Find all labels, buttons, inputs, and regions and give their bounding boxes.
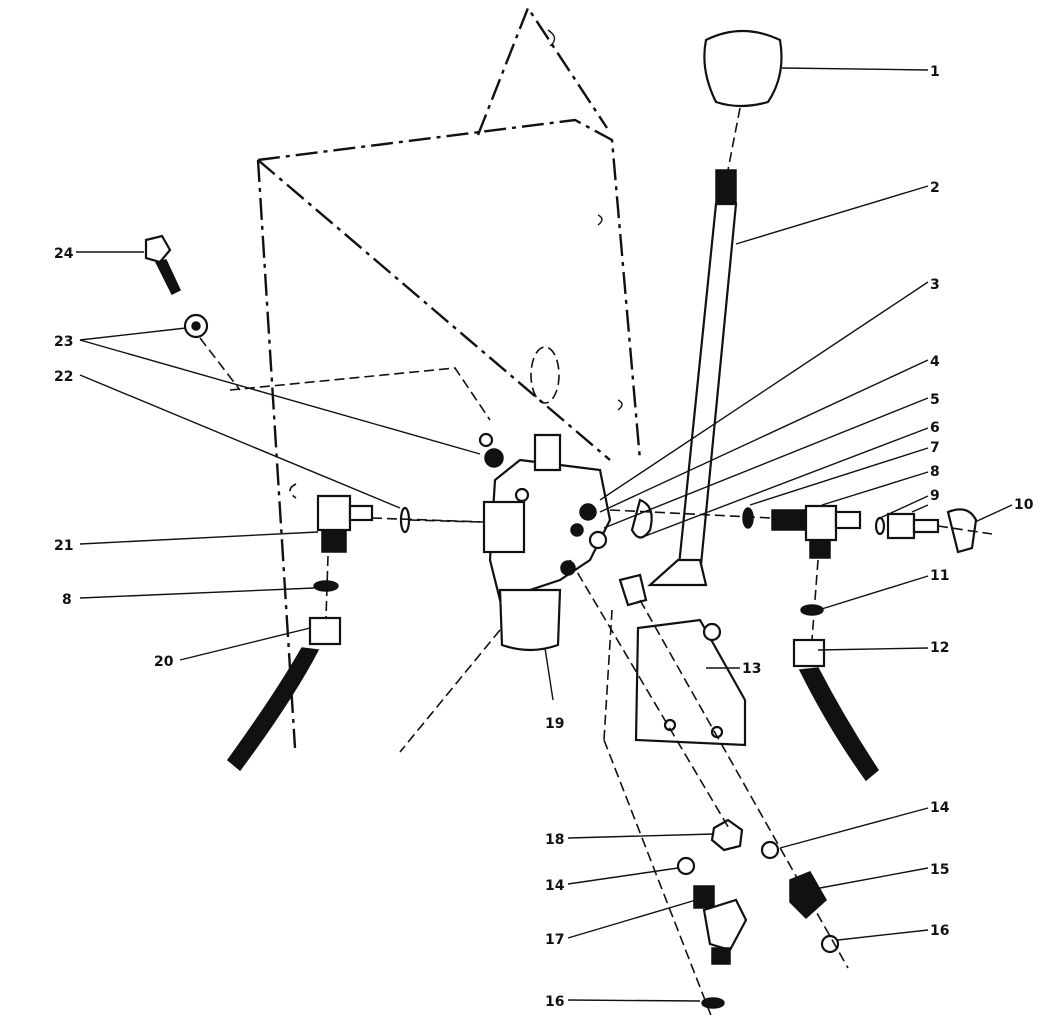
callout-8-left: 8 bbox=[62, 592, 72, 608]
phantom-bracket bbox=[229, 5, 642, 749]
callout-4: 4 bbox=[930, 354, 940, 370]
knob-part bbox=[703, 30, 783, 108]
bolt-part bbox=[144, 234, 504, 468]
callout-23: 23 bbox=[54, 334, 73, 350]
callout-6: 6 bbox=[930, 420, 940, 436]
callout-labels: 1 2 3 4 5 6 7 8 9 10 11 12 13 14 15 16 1… bbox=[54, 64, 1034, 1010]
callout-16-right: 16 bbox=[930, 923, 949, 939]
callout-9: 9 bbox=[930, 488, 940, 504]
callout-20: 20 bbox=[154, 654, 174, 670]
assembly-centerlines bbox=[199, 337, 993, 1019]
callout-8-right: 8 bbox=[930, 464, 940, 480]
callout-17: 17 bbox=[545, 932, 564, 948]
callout-24: 24 bbox=[54, 246, 74, 262]
callout-11: 11 bbox=[930, 568, 949, 584]
callout-5: 5 bbox=[930, 392, 940, 408]
callout-18: 18 bbox=[545, 832, 564, 848]
callout-12: 12 bbox=[930, 640, 949, 656]
left-fitting-part bbox=[226, 494, 411, 772]
callout-2: 2 bbox=[930, 180, 940, 196]
callout-1: 1 bbox=[930, 64, 940, 80]
callout-7: 7 bbox=[930, 440, 940, 456]
callout-22: 22 bbox=[54, 369, 73, 385]
callout-13: 13 bbox=[742, 661, 761, 677]
lever-part bbox=[647, 169, 738, 587]
valve-body-part bbox=[482, 433, 612, 652]
callout-10: 10 bbox=[1014, 497, 1034, 513]
knob-centerline bbox=[727, 107, 741, 171]
plate-part bbox=[634, 618, 747, 747]
callout-21: 21 bbox=[54, 538, 73, 554]
lower-hardware-parts bbox=[618, 498, 840, 1009]
callout-16-left: 16 bbox=[545, 994, 564, 1010]
callout-15: 15 bbox=[930, 862, 949, 878]
callout-19: 19 bbox=[545, 716, 564, 732]
callout-14-left: 14 bbox=[545, 878, 565, 894]
right-fitting-part bbox=[742, 504, 978, 782]
callout-14-right: 14 bbox=[930, 800, 950, 816]
callout-3: 3 bbox=[930, 277, 940, 293]
leader-lines bbox=[76, 67, 1013, 1002]
